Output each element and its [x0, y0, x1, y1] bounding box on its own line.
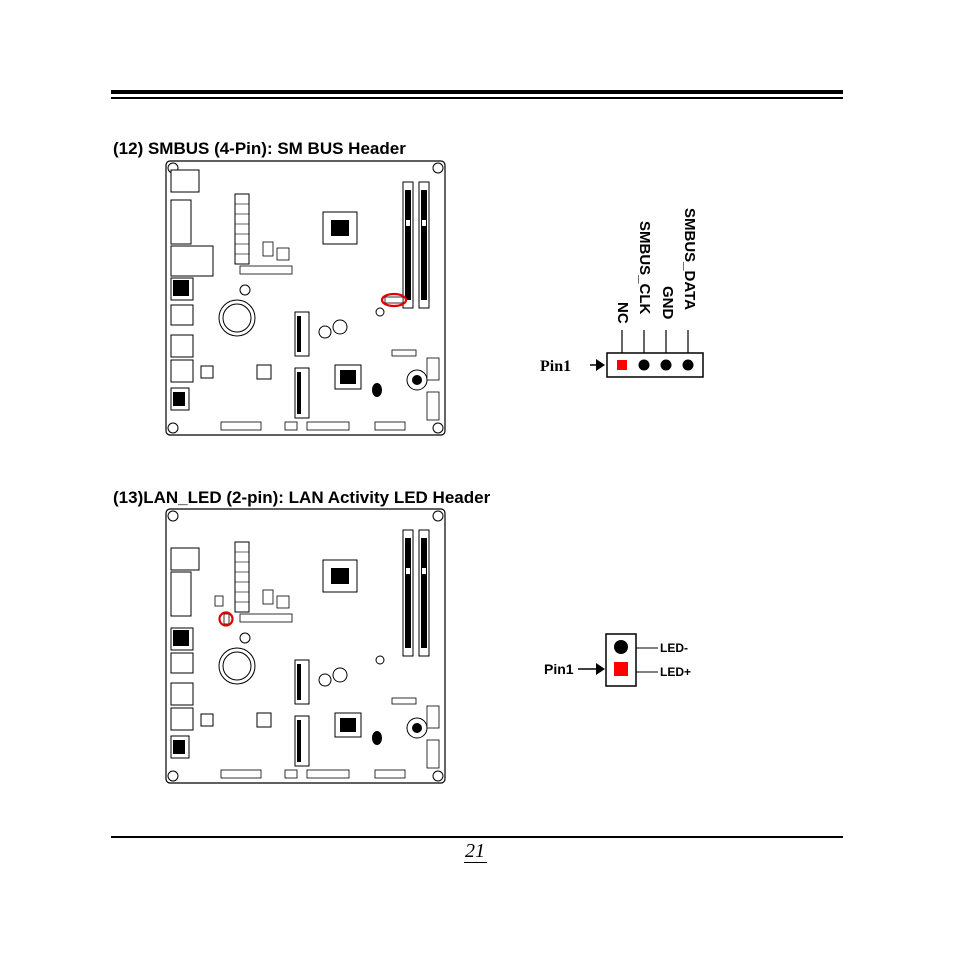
section-13-title: (13)LAN_LED (2-pin): LAN Activity LED He…	[113, 488, 491, 507]
pin1-arrow-icon	[596, 663, 605, 675]
smbus-pin1-square	[617, 360, 627, 370]
pin-label-gnd: GND	[659, 286, 676, 320]
section-12-title: (12) SMBUS (4-Pin): SM BUS Header	[113, 139, 406, 158]
smbus-pin1-label: Pin1	[540, 358, 572, 375]
lan-led-pin-diagram	[578, 633, 637, 687]
pin1-arrow-icon	[596, 359, 605, 371]
smbus-pin-diagram	[590, 330, 704, 378]
motherboard-diagram-lan-led	[165, 508, 446, 784]
lan-led-pin1-square	[614, 662, 628, 676]
lan-led-pin1-label: Pin1	[544, 661, 574, 677]
page-number: 21	[465, 840, 485, 862]
header-rule-thin	[111, 97, 843, 99]
pin-label-smbus-clk: SMBUS_CLK	[636, 221, 653, 315]
pin-label-nc: NC	[614, 302, 631, 324]
motherboard-diagram-smbus	[165, 160, 446, 436]
lan-led-pin-minus-label: LED-	[660, 641, 688, 655]
lan-led-pin-plus-label: LED+	[660, 665, 692, 679]
footer-rule	[111, 836, 843, 838]
pin-label-smbus-data: SMBUS_DATA	[681, 208, 698, 310]
lan-led-location-highlight	[218, 611, 234, 627]
header-rule-thick	[111, 90, 843, 94]
smbus-location-highlight	[380, 292, 408, 308]
lan-led-leader-lines	[636, 647, 658, 673]
page-number-underline	[464, 862, 487, 863]
